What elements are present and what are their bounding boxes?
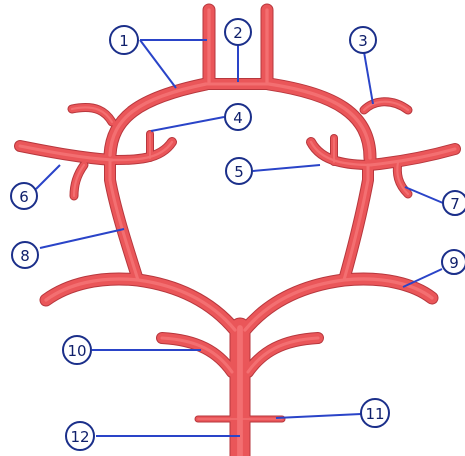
marker-11-label: 11 (365, 405, 384, 423)
marker-9-label: 9 (449, 254, 459, 272)
leader-line-8 (40, 229, 124, 248)
leader-line-9 (403, 269, 442, 287)
marker-1: 1 (110, 26, 138, 54)
marker-7: 7 (443, 191, 465, 215)
marker-1-label: 1 (119, 32, 129, 50)
marker-7-label: 7 (450, 195, 460, 213)
marker-4: 4 (225, 104, 251, 130)
marker-10: 10 (63, 336, 91, 364)
marker-4-label: 4 (233, 109, 243, 127)
leader-line-6 (36, 165, 60, 189)
marker-8-label: 8 (20, 247, 30, 265)
marker-3-label: 3 (358, 32, 368, 50)
marker-10-label: 10 (67, 342, 86, 360)
leader-line-4 (151, 117, 224, 131)
marker-3: 3 (350, 27, 376, 53)
leader-line-11 (276, 414, 361, 418)
marker-9: 9 (442, 250, 465, 274)
leader-line-5 (253, 165, 320, 171)
marker-5: 5 (226, 158, 252, 184)
marker-2-label: 2 (233, 24, 243, 42)
marker-11: 11 (361, 399, 389, 427)
marker-12: 12 (66, 422, 94, 450)
marker-6: 6 (11, 183, 37, 209)
marker-5-label: 5 (234, 163, 244, 181)
leader-line-1 (140, 40, 176, 88)
marker-12-label: 12 (70, 428, 89, 446)
marker-6-label: 6 (19, 188, 29, 206)
marker-2: 2 (225, 19, 251, 45)
leader-line-3 (364, 52, 373, 104)
marker-8: 8 (12, 242, 38, 268)
